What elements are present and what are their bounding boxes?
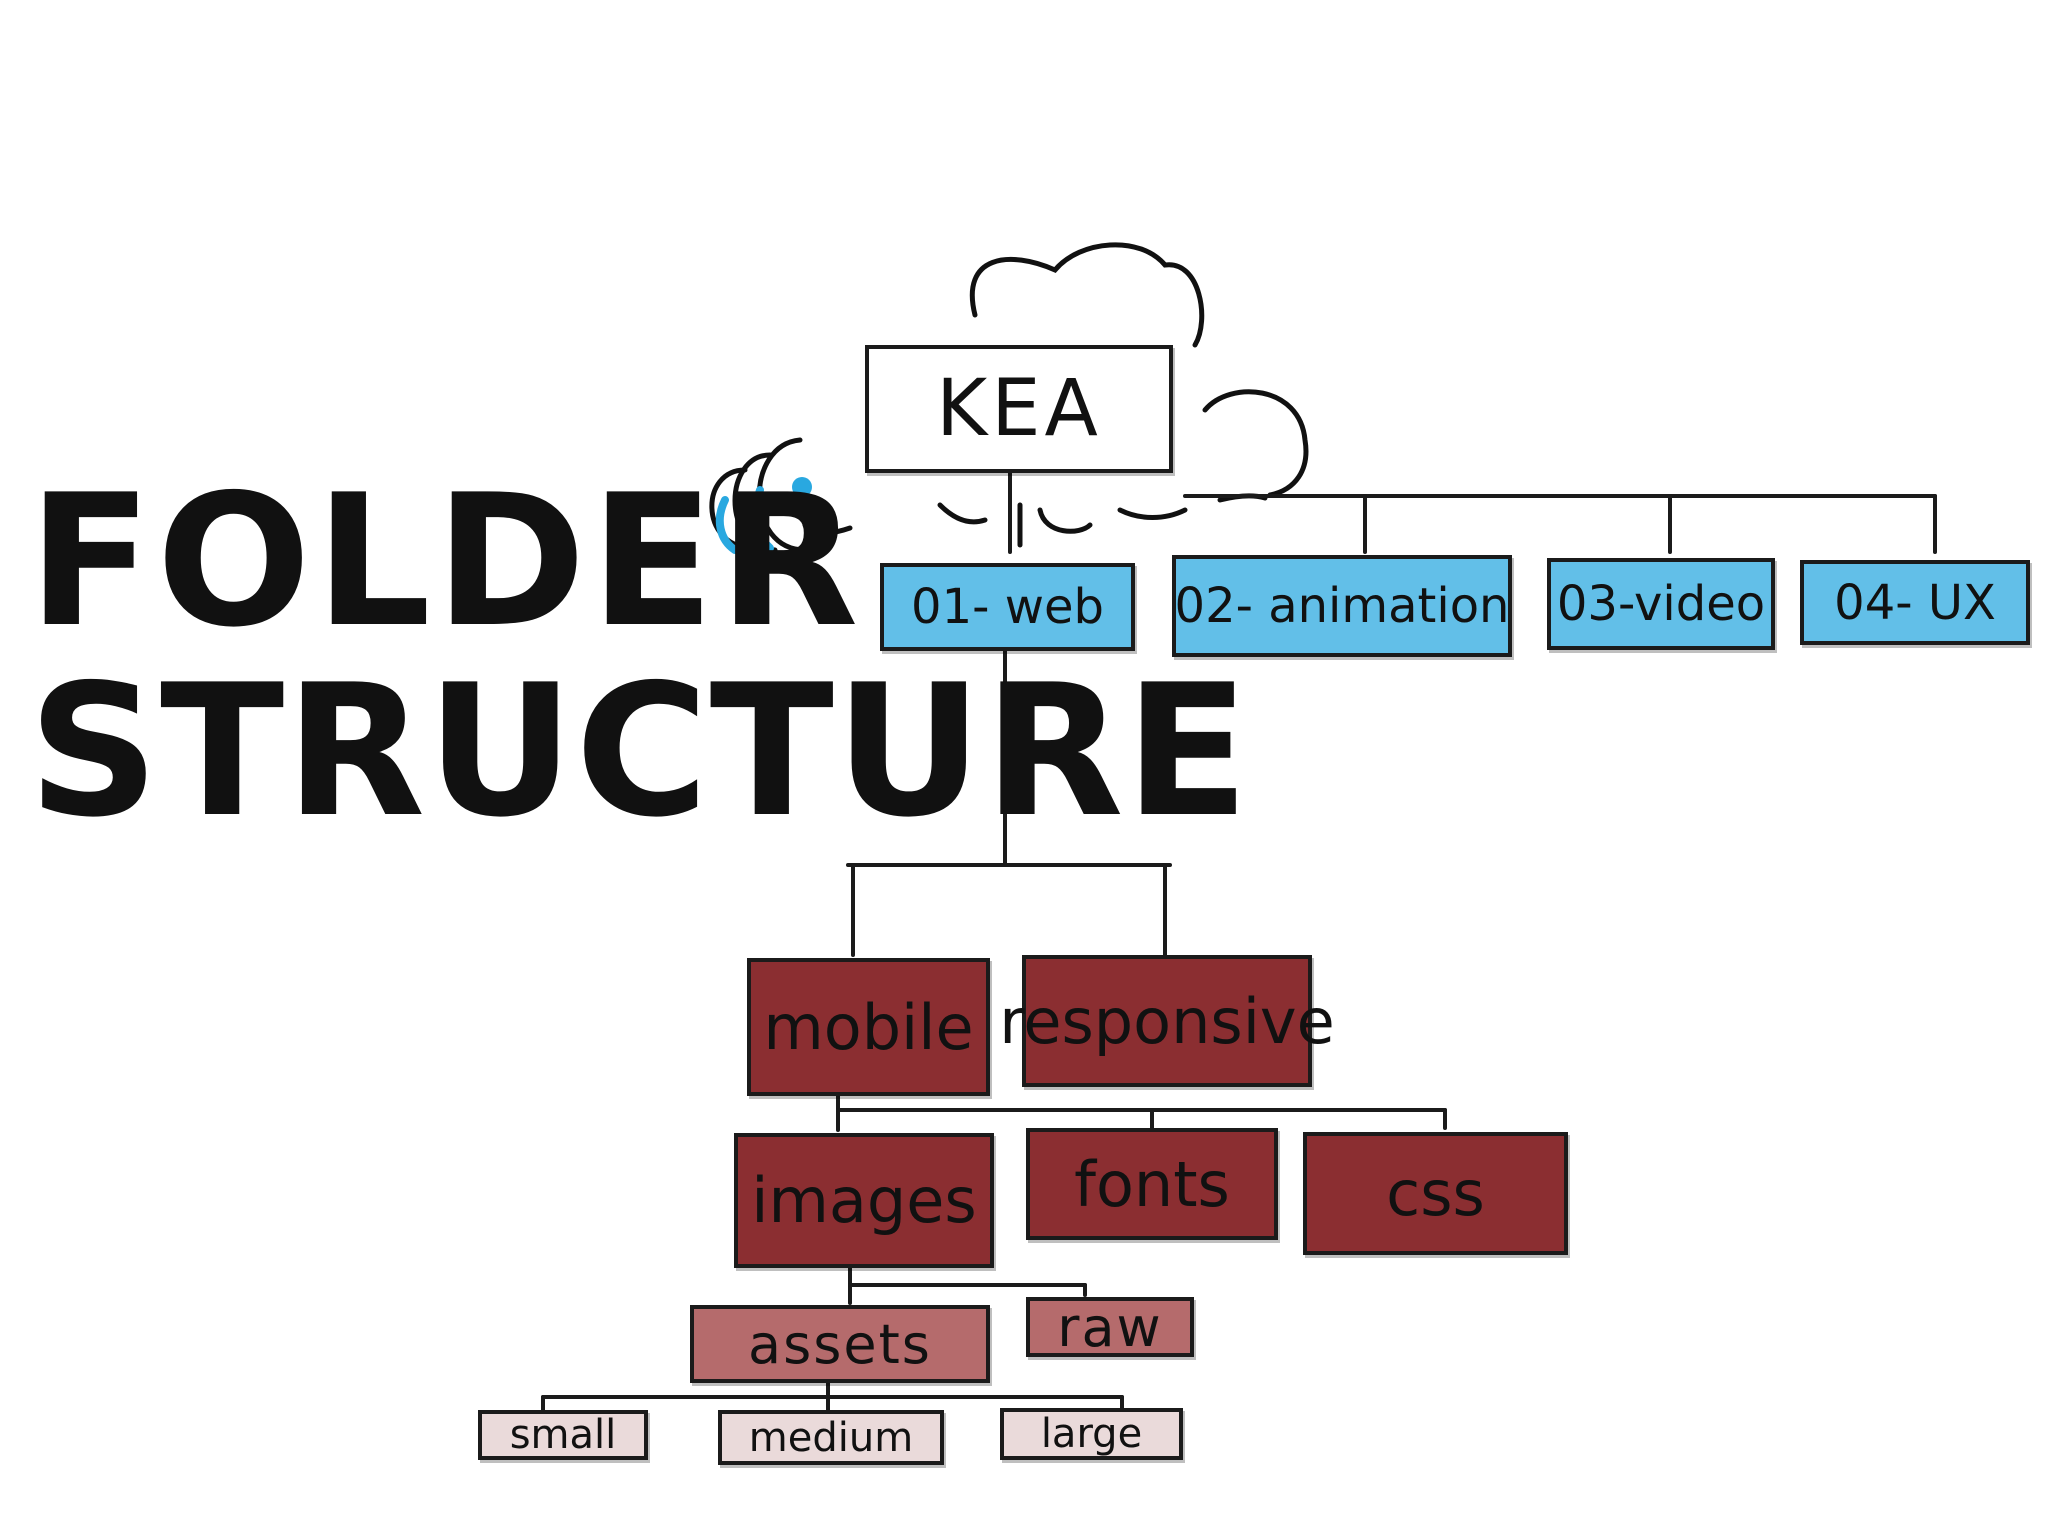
folder-medium: medium bbox=[718, 1410, 944, 1465]
connector-lines bbox=[541, 468, 1937, 1414]
folder-mobile: mobile bbox=[747, 958, 990, 1096]
title-line-1: FOLDER bbox=[28, 455, 863, 667]
folder-assets: assets bbox=[690, 1305, 990, 1383]
folder-web: 01- web bbox=[880, 563, 1135, 651]
folder-small: small bbox=[478, 1410, 648, 1460]
folder-responsive: responsive bbox=[999, 955, 1335, 1087]
folder-raw: raw bbox=[1026, 1296, 1194, 1359]
root-folder: KEA bbox=[865, 345, 1173, 473]
title-line-2: STRUCTURE bbox=[28, 645, 1251, 857]
accent-dot bbox=[792, 477, 812, 497]
scribble-decoration bbox=[709, 437, 853, 554]
folder-images: images bbox=[734, 1133, 994, 1268]
folder-video: 03-video bbox=[1547, 558, 1775, 650]
cloud-decoration bbox=[937, 242, 1309, 548]
folder-fonts: fonts bbox=[1026, 1128, 1278, 1240]
folder-css: css bbox=[1303, 1132, 1568, 1255]
folder-ux: 04- UX bbox=[1800, 560, 2030, 645]
folder-animation: 02- animation bbox=[1172, 555, 1512, 657]
folder-large: large bbox=[1000, 1408, 1183, 1460]
